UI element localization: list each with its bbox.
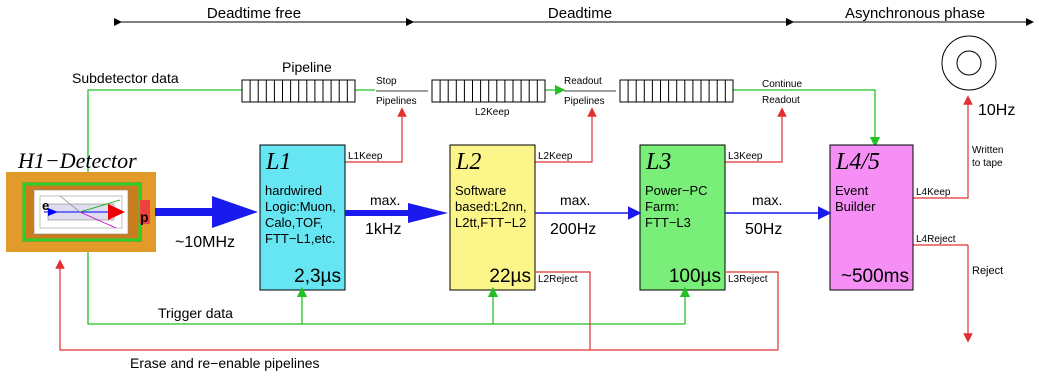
erase-label: Erase and re−enable pipelines [130,355,320,371]
detector-rate: ~10MHz [175,234,235,251]
proton-label: p [140,209,149,225]
level-name: L4/5 [835,149,880,175]
phase-deadtime-free: Deadtime free [207,5,301,22]
subdetector-data-label: Subdetector data [72,70,179,86]
level-time: 100µs [669,266,721,287]
rate-2-max: max. [560,192,590,208]
erase-line [55,259,779,351]
level-desc-line: FTT−L3 [645,215,691,230]
level-box-l1: L1 hardwiredLogic:Muon,Calo,TOF,FTT−L1,et… [259,144,383,291]
level-desc-line: Builder [835,199,876,214]
continue-readout-label: Readout [762,95,800,106]
level-time: ~500ms [841,266,909,287]
level-name: L2 [455,149,481,175]
stop-pipelines-label: Pipelines [376,96,417,107]
level-desc-line: based:L2nn, [455,199,527,214]
level-time: 22µs [489,266,531,287]
phase-asynchronous: Asynchronous phase [845,5,985,22]
trigger-data-label: Trigger data [158,305,233,321]
level-reject: L4Reject [916,234,956,245]
detector-image [6,172,156,252]
reject-label: Reject [972,265,1003,277]
rate-1-value: 1kHz [365,221,401,238]
readout-label: Readout [564,76,602,87]
pipeline-label: Pipeline [282,59,332,75]
level-desc-line: FTT−L1,etc. [265,231,335,246]
rate-2-value: 200Hz [550,221,596,238]
detector-to-l1-arrow [155,196,258,228]
rate-1-max: max. [370,192,400,208]
level-desc-line: Event [835,183,869,198]
written-label: Written [972,145,1004,156]
level-desc-line: Calo,TOF, [265,215,323,230]
l1-to-l2-arrow [345,203,448,223]
readout-pipelines-label: Pipelines [564,96,605,107]
level-desc-line: L2tt,FTT−L2 [455,215,526,230]
level-keep: L3Keep [728,151,763,162]
tape-rate: 10Hz [978,102,1015,119]
continue-label: Continue [762,79,802,90]
level-desc-line: Software [455,183,506,198]
detector-title: H1−Detector [17,148,137,173]
level-desc-line: hardwired [265,183,322,198]
level-desc-line: Logic:Muon, [265,199,336,214]
level-reject: L3Reject [728,274,768,285]
level-reject: L2Reject [538,274,578,285]
level-desc-line: Farm: [645,199,679,214]
level-keep: L2Keep [538,151,573,162]
tape-disk-icon [941,35,997,91]
phase-deadtime: Deadtime [548,5,612,22]
l2keep-mid-label: L2Keep [475,107,510,118]
level-desc-line: Power−PC [645,183,708,198]
to-tape-label: to tape [972,158,1003,169]
level-name: L1 [265,149,291,175]
level-keep: L1Keep [348,151,383,162]
level-keep: L4Keep [916,187,951,198]
keep-signal-lines [345,95,973,343]
rate-3-value: 50Hz [745,221,782,238]
level-time: 2,3µs [294,266,341,287]
level-name: L3 [645,149,671,175]
trigger-data-line [87,252,691,325]
stop-label: Stop [376,76,397,87]
electron-label: e [42,198,49,213]
rate-3-max: max. [752,192,782,208]
